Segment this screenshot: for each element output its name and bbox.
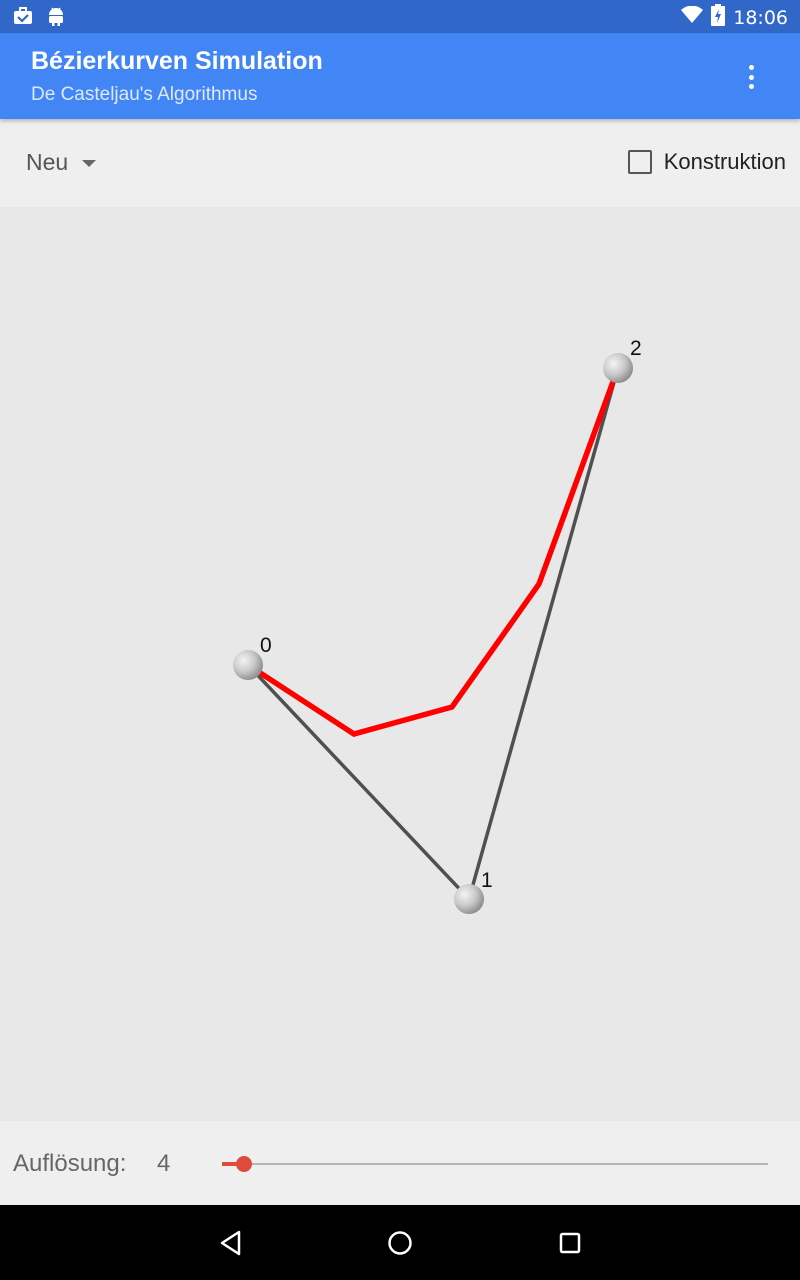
control-polygon — [246, 367, 620, 903]
bezier-curve — [246, 367, 621, 737]
slider-track[interactable] — [222, 1163, 768, 1165]
app-subtitle: De Casteljau's Algorithmus — [31, 84, 258, 105]
app-bar: Bézierkurven Simulation De Casteljau's A… — [0, 33, 800, 119]
resolution-slider[interactable] — [222, 1151, 768, 1177]
control-point-1[interactable]: 1 — [454, 869, 493, 914]
home-icon[interactable] — [384, 1227, 416, 1259]
battery-charging-icon — [711, 4, 726, 31]
dropdown-arrow-icon — [82, 159, 97, 167]
control-point-label: 2 — [630, 337, 642, 360]
control-point-label: 0 — [260, 634, 272, 657]
control-point-label: 1 — [481, 869, 493, 892]
control-point-0[interactable]: 0 — [233, 634, 272, 680]
checkbox-box[interactable] — [627, 150, 652, 174]
status-time: 18:06 — [733, 6, 788, 29]
resolution-value: 4 — [157, 1150, 171, 1177]
android-icon — [46, 5, 66, 32]
construction-checkbox[interactable]: Konstruktion — [627, 145, 786, 179]
back-icon[interactable] — [215, 1227, 247, 1259]
mode-spinner-value: Neu — [26, 148, 69, 175]
toolbar: Neu Konstruktion — [0, 119, 800, 207]
recents-icon[interactable] — [554, 1227, 586, 1259]
drawing-canvas[interactable]: 0 1 2 — [0, 207, 800, 1121]
mode-spinner[interactable]: Neu — [26, 145, 97, 179]
slider-thumb[interactable] — [236, 1156, 252, 1172]
more-vert-icon[interactable] — [738, 62, 764, 92]
construction-checkbox-label: Konstruktion — [663, 149, 786, 174]
slider-fill — [222, 1162, 244, 1166]
navigation-bar — [0, 1205, 800, 1280]
bottom-bar: Auflösung: 4 — [0, 1121, 800, 1205]
app-title: Bézierkurven Simulation — [31, 47, 323, 75]
briefcase-check-icon — [12, 5, 34, 32]
control-point-2[interactable]: 2 — [603, 337, 642, 383]
resolution-label: Auflösung: — [13, 1150, 127, 1177]
wifi-icon — [681, 5, 704, 29]
status-bar: 18:06 — [0, 0, 800, 33]
